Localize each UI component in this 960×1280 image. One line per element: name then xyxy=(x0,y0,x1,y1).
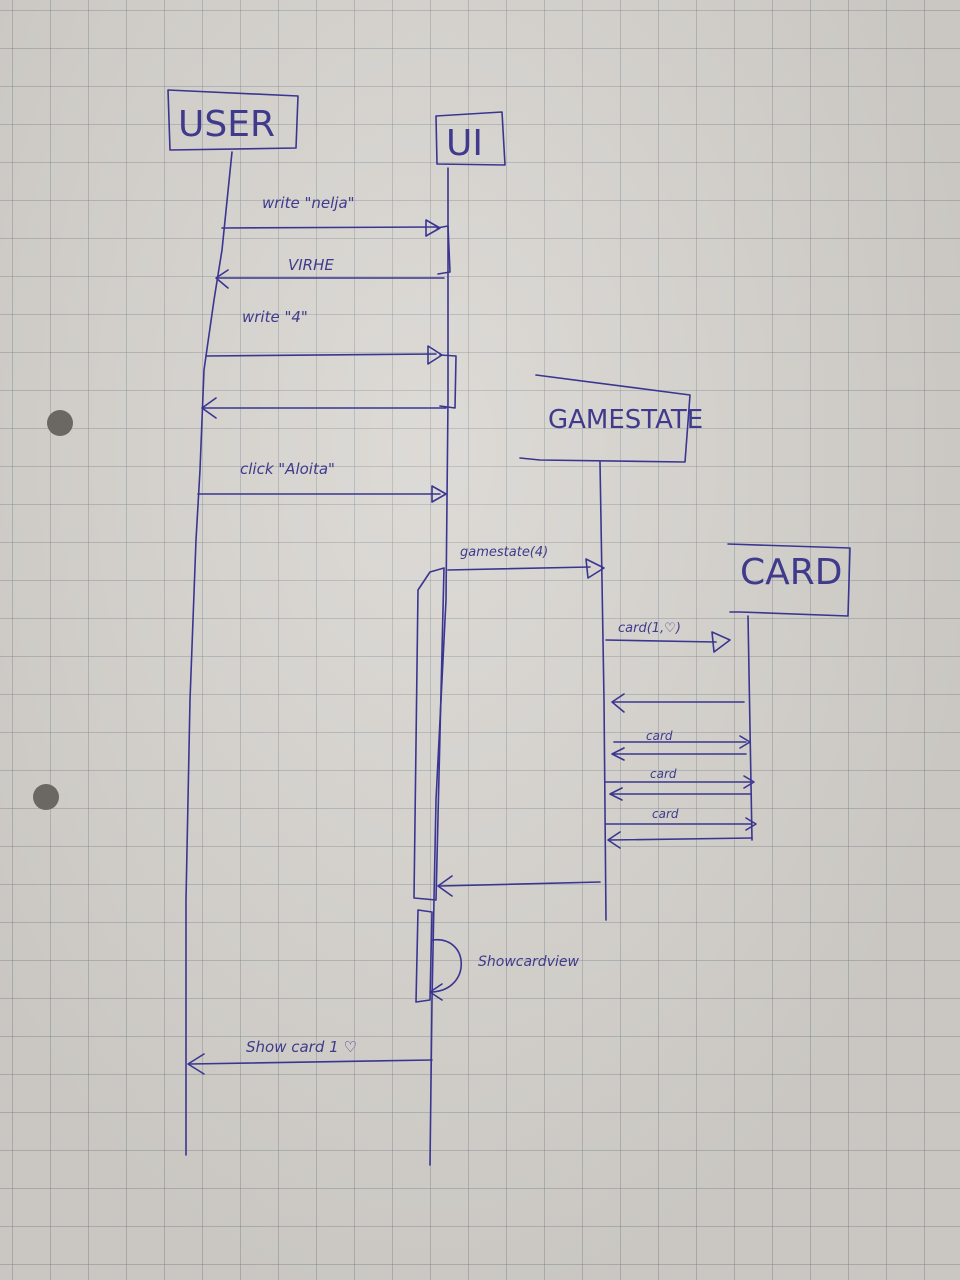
message-virhe: VIRHE xyxy=(215,256,445,289)
message-card-return-1-label: card xyxy=(646,729,673,743)
binder-hole-bottom xyxy=(33,784,59,810)
message-show-cardview: Showcardview xyxy=(429,939,579,1001)
message-card-return-3-label: card xyxy=(652,807,679,821)
message-write-4: write "4" xyxy=(205,308,443,365)
message-click-aloita: click "Aloita" xyxy=(197,460,447,503)
participant-card-label: CARD xyxy=(740,552,843,593)
message-gamestate-call: gamestate(4) xyxy=(447,545,605,579)
message-click-aloita-label: click "Aloita" xyxy=(240,460,335,478)
message-card-call-label: card(1,♡) xyxy=(618,621,681,636)
activation-ui-3 xyxy=(413,567,445,901)
participant-gamestate: GAMESTATE xyxy=(519,374,703,463)
participant-card: CARD xyxy=(727,543,851,617)
lifeline-ui xyxy=(429,167,449,1166)
message-card-return-2: card xyxy=(605,767,755,801)
message-card-return-0 xyxy=(611,693,745,713)
message-write-4-label: write "4" xyxy=(242,308,308,326)
participant-ui-label: UI xyxy=(446,123,483,164)
message-write-nelja: write "nelja" xyxy=(221,194,441,237)
message-card-return-1: card xyxy=(611,729,751,761)
message-card-return-3: card xyxy=(605,807,757,849)
lifeline-user xyxy=(185,151,233,1156)
binder-hole-top xyxy=(47,410,73,436)
activation-ui-1 xyxy=(436,225,451,275)
message-show-card-label: Show card 1 ♡ xyxy=(246,1038,357,1056)
message-gamestate-call-label: gamestate(4) xyxy=(460,545,548,560)
message-show-card: Show card 1 ♡ xyxy=(187,1038,433,1075)
message-card-call: card(1,♡) xyxy=(605,621,731,653)
message-return-user xyxy=(201,397,447,419)
message-write-nelja-label: write "nelja" xyxy=(262,194,355,212)
participant-user: USER xyxy=(167,89,299,151)
participant-gamestate-label: GAMESTATE xyxy=(548,405,703,435)
lifeline-gamestate xyxy=(599,461,607,921)
activation-ui-4 xyxy=(415,909,433,1003)
participant-ui: UI xyxy=(435,111,506,166)
message-show-cardview-label: Showcardview xyxy=(478,954,579,970)
activation-ui-2 xyxy=(439,354,457,409)
message-virhe-label: VIRHE xyxy=(288,256,334,274)
participant-user-label: USER xyxy=(178,104,275,145)
message-gamestate-return xyxy=(437,875,601,897)
message-card-return-2-label: card xyxy=(650,767,677,781)
lifeline-card xyxy=(747,615,753,841)
